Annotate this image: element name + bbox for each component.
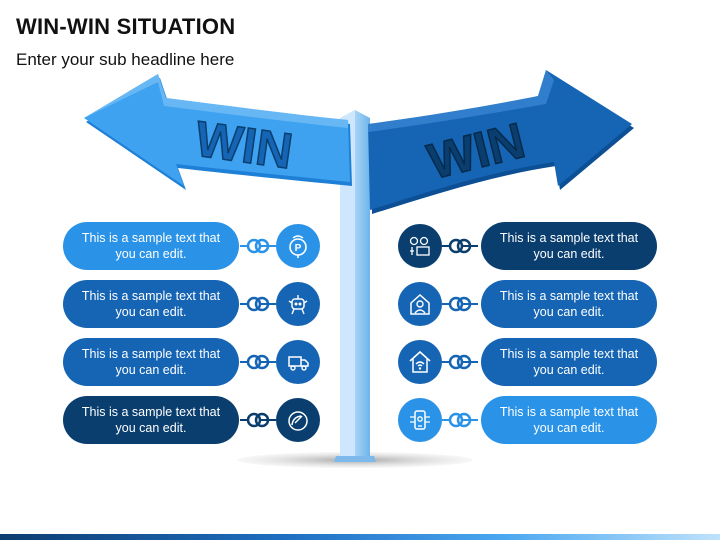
chain-link-icon — [442, 238, 478, 254]
left-text-1: This is a sample text that you can edit. — [81, 231, 221, 261]
left-text-2: This is a sample text that you can edit. — [81, 289, 221, 319]
right-text-1: This is a sample text that you can edit. — [499, 231, 639, 261]
right-text-pill-4[interactable]: This is a sample text that you can edit. — [481, 396, 657, 444]
smart-home-wifi-icon — [398, 340, 442, 384]
signpost-pole — [334, 110, 376, 462]
left-text-pill-4[interactable]: This is a sample text that you can edit. — [63, 396, 239, 444]
smart-phone-control-icon — [398, 398, 442, 442]
right-text-2: This is a sample text that you can edit. — [499, 289, 639, 319]
footer-gradient-bar — [0, 534, 720, 540]
chain-link-icon — [442, 412, 478, 428]
svg-text:P: P — [295, 243, 302, 254]
left-text-4: This is a sample text that you can edit. — [81, 405, 221, 435]
chain-link-icon — [442, 296, 478, 312]
chain-link-icon — [240, 296, 276, 312]
right-text-4: This is a sample text that you can edit. — [499, 405, 639, 435]
page-subtitle: Enter your sub headline here — [16, 50, 235, 69]
chain-link-icon — [240, 238, 276, 254]
right-text-pill-1[interactable]: This is a sample text that you can edit. — [481, 222, 657, 270]
robot-icon — [276, 282, 320, 326]
delivery-truck-icon — [276, 340, 320, 384]
left-text-pill-3[interactable]: This is a sample text that you can edit. — [63, 338, 239, 386]
left-text-pill-2[interactable]: This is a sample text that you can edit. — [63, 280, 239, 328]
right-text-pill-3[interactable]: This is a sample text that you can edit. — [481, 338, 657, 386]
iot-devices-icon — [398, 224, 442, 268]
parking-location-icon: P — [276, 224, 320, 268]
chain-link-icon — [240, 354, 276, 370]
page-title: WIN-WIN SITUATION — [16, 14, 236, 39]
smart-home-user-icon — [398, 282, 442, 326]
right-arrow-sign: WIN — [368, 70, 634, 214]
chain-link-icon — [240, 412, 276, 428]
right-text-3: This is a sample text that you can edit. — [499, 347, 639, 377]
left-text-3: This is a sample text that you can edit. — [81, 347, 221, 377]
left-arrow-sign: WIN — [84, 74, 352, 190]
satellite-dish-icon — [276, 398, 320, 442]
left-text-pill-1[interactable]: This is a sample text that you can edit. — [63, 222, 239, 270]
right-text-pill-2[interactable]: This is a sample text that you can edit. — [481, 280, 657, 328]
chain-link-icon — [442, 354, 478, 370]
left-sign-label: WIN — [192, 111, 296, 180]
